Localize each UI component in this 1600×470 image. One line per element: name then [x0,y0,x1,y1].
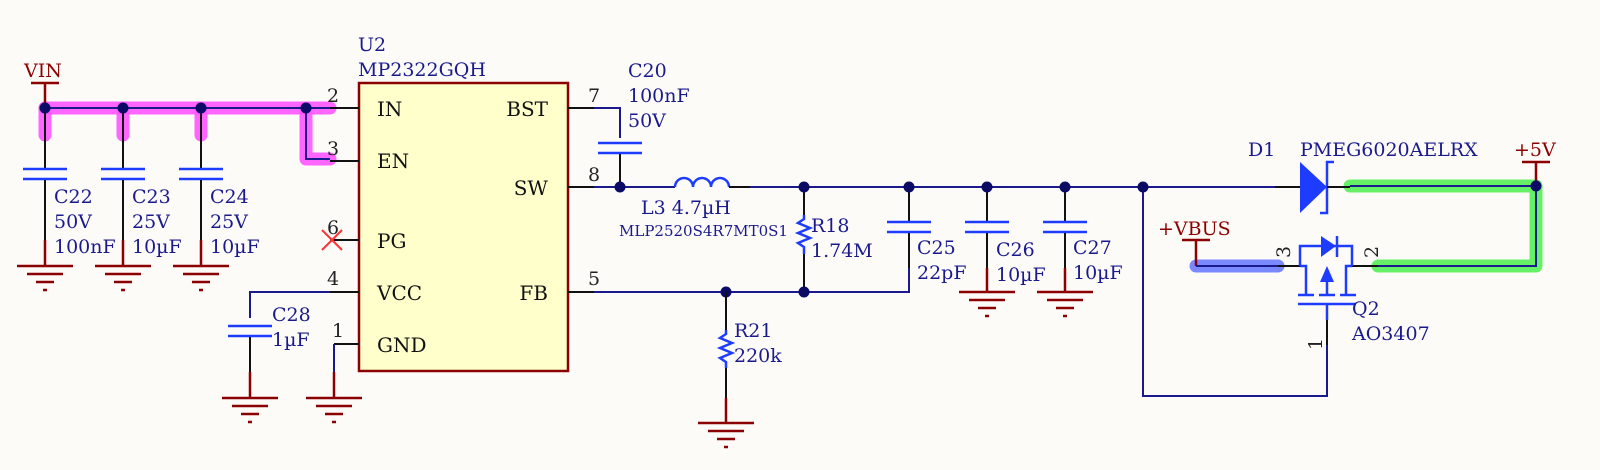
diode-d1[interactable]: D1 PMEG6020AELRX [1248,139,1478,215]
no-connect-icon [321,229,343,251]
ground-icon [171,264,231,292]
resistor-r18[interactable]: R18 1.74M [794,187,873,292]
ground-icon [957,290,1017,318]
pin-number: 2 [327,85,339,107]
c20-value: 100nF [628,85,690,107]
ground-icon [15,264,75,292]
r21-value: 220k [734,345,782,367]
pin-number: 7 [588,85,600,107]
junction-dot [300,102,312,114]
ground-icon [1035,290,1095,318]
diode-icon [1300,162,1327,213]
pin-number: 4 [327,268,339,290]
capacitor-c28[interactable]: C28 1µF [220,291,330,424]
l3-ref-value: L3 4.7µH [641,197,731,219]
ground-icon [93,264,153,292]
capacitor-c23[interactable]: C23 25V 10µF [93,108,182,292]
c22-ref: C22 [54,186,93,208]
d1-part: PMEG6020AELRX [1300,139,1478,161]
v5-label: +5V [1514,139,1556,161]
c22-value: 100nF [54,236,116,258]
power-port-vbus[interactable]: +VBUS [1158,218,1231,266]
pin-number: 5 [588,268,600,290]
pin-name-pg: PG [377,229,406,253]
pin-number: 1 [332,320,344,342]
junction-dot [1530,180,1542,192]
pin-number: 2 [1361,246,1383,258]
ic-u2[interactable]: U2 MP2322GQH 2 IN 3 EN 6 PG 4 VCC 1 GND … [321,34,600,373]
en-tie-wire [305,108,330,160]
c23-value: 10µF [132,236,182,258]
c25-ref: C25 [917,237,956,259]
vbus-label: +VBUS [1158,218,1231,240]
pin-number: 3 [327,138,339,160]
pin-name-bst: BST [506,97,548,121]
ic-body [357,81,570,373]
c24-ref: C24 [210,186,249,208]
c20-voltage: 50V [628,110,666,132]
pin-name-fb: FB [519,281,548,305]
q2-part: AO3407 [1351,323,1430,345]
ground-icon [220,396,280,424]
q2-ref: Q2 [1352,298,1380,320]
inductor-l3[interactable]: L3 4.7µH MLP2520S4R7MT0S1 [619,176,788,240]
junction-dot [1059,181,1071,193]
resistor-r21[interactable]: R21 220k [696,292,782,449]
pin-number: 1 [1305,338,1327,350]
capacitor-c22[interactable]: C22 50V 100nF [15,108,116,292]
vin-label: VIN [23,60,62,82]
pin-name-in: IN [377,97,402,121]
c24-voltage: 25V [210,211,248,233]
c20-ref: C20 [628,60,667,82]
c27-value: 10µF [1073,262,1123,284]
junction-dot [117,102,129,114]
pin-number: 3 [1273,246,1295,258]
ic-ref: U2 [358,34,386,56]
c25-value: 22pF [917,262,967,284]
junction-dot [798,286,810,298]
c23-voltage: 25V [132,211,170,233]
ic-part: MP2322GQH [358,59,486,81]
power-port-vin[interactable]: VIN [23,60,62,108]
capacitor-c26[interactable]: C26 10µF [957,187,1046,318]
capacitor-c24[interactable]: C24 25V 10µF [171,108,260,292]
gate-drive-wire [1142,187,1328,397]
pin-number: 6 [327,217,339,239]
c28-value: 1µF [272,329,310,351]
pin-name-gnd: GND [377,333,427,357]
v5-wire [1350,185,1537,267]
c27-ref: C27 [1073,237,1112,259]
pin-number: 8 [588,164,600,186]
junction-dot [903,181,915,193]
power-port-5v[interactable]: +5V [1514,139,1556,186]
c28-ref: C28 [272,304,311,326]
d1-ref: D1 [1248,139,1275,161]
ground-icon [696,421,756,449]
junction-dot [1137,181,1149,193]
c23-ref: C23 [132,186,171,208]
capacitor-c20[interactable]: C20 100nF 50V [594,60,690,187]
junction-dot [981,181,993,193]
junction-dot [798,181,810,193]
net-highlight-vin[interactable] [38,101,337,166]
junction-dot [39,102,51,114]
l3-part: MLP2520S4R7MT0S1 [619,222,788,240]
pin-name-vcc: VCC [376,281,422,305]
ground-icon [304,396,364,424]
junction-dot [195,102,207,114]
c26-ref: C26 [996,239,1035,261]
c26-value: 10µF [996,264,1046,286]
pin-name-sw: SW [514,176,549,200]
junction-dot [614,181,626,193]
c24-value: 10µF [210,236,260,258]
mosfet-q2[interactable]: 3 2 1 Q2 AO3407 [1273,236,1430,350]
pin-name-en: EN [377,149,409,173]
capacitor-c25[interactable]: C25 22pF [887,187,967,284]
r18-value: 1.74M [811,240,873,262]
capacitor-c27[interactable]: C27 10µF [1035,187,1123,318]
r18-ref: R18 [811,215,849,237]
r21-ref: R21 [734,320,772,342]
c22-voltage: 50V [54,211,92,233]
